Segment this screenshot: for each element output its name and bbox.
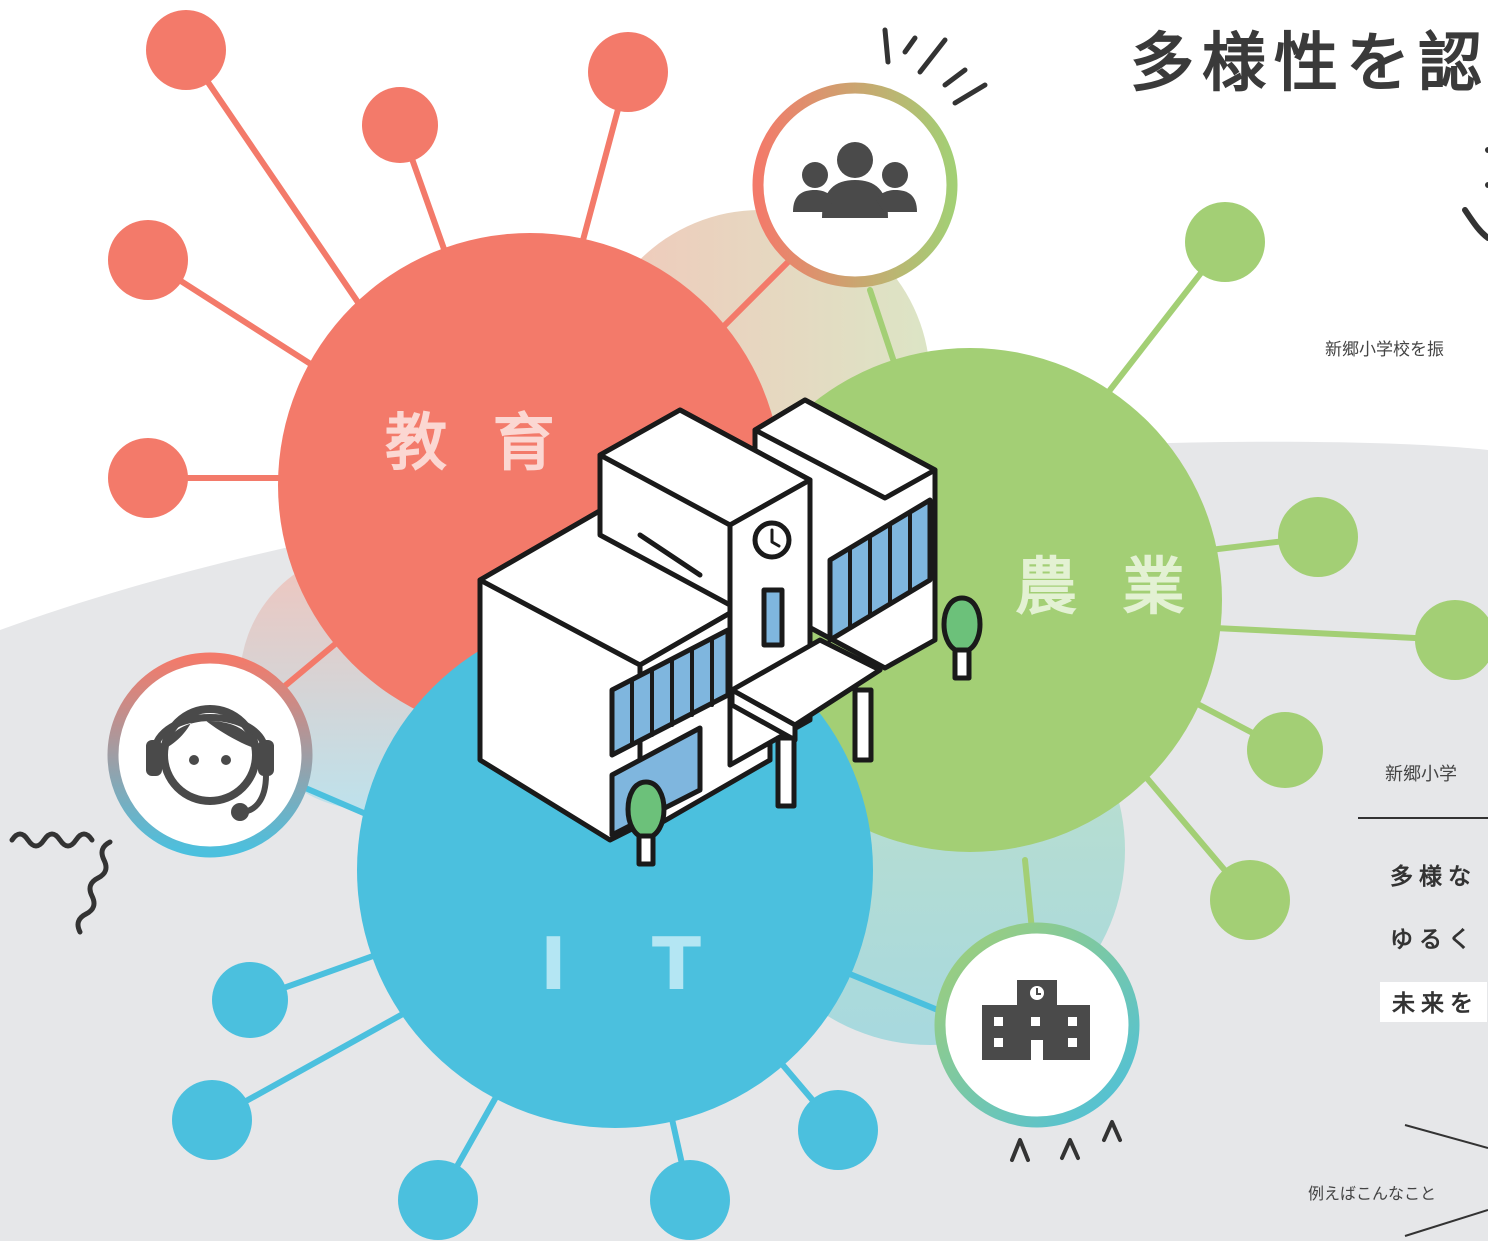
agriculture-node (1210, 860, 1290, 940)
caption-bottom: 例えばこんなこと (1308, 1184, 1437, 1203)
people-group-icon-badge (752, 82, 958, 288)
education-node (588, 32, 668, 112)
it-node (398, 1160, 478, 1240)
agriculture-node (1247, 712, 1323, 788)
page-title: 多様性を認 (1130, 27, 1488, 101)
message-line-1: 多様な (1390, 864, 1477, 890)
divider (1358, 817, 1488, 819)
emphasis-marks (882, 27, 988, 106)
education-node (146, 10, 226, 90)
it-node (172, 1080, 252, 1160)
bottom-lines (1404, 1124, 1488, 1237)
office-building-icon (982, 980, 1090, 1060)
office-building-icon-badge (934, 922, 1140, 1128)
education-node (362, 87, 438, 163)
decorative-curve (1462, 207, 1488, 241)
agriculture-node (1185, 202, 1265, 282)
caption-top: 新郷小学校を振 (1325, 340, 1444, 360)
education-nodes (108, 10, 668, 518)
operator-headset-icon-badge (107, 652, 313, 858)
it-label: I T (540, 922, 731, 1006)
agriculture-node (1278, 497, 1358, 577)
agriculture-node (1415, 600, 1488, 680)
operator-headset-icon (146, 705, 274, 821)
it-nodes (172, 962, 878, 1240)
it-node (798, 1090, 878, 1170)
agriculture-nodes (1185, 202, 1488, 940)
message-line-2: ゆるく (1390, 927, 1477, 953)
education-label: 教 育 (385, 406, 567, 479)
caption-middle: 新郷小学 (1385, 764, 1457, 785)
people-group-icon (793, 142, 917, 218)
agriculture-label: 農 業 (1015, 550, 1197, 623)
it-node (650, 1160, 730, 1240)
motion-marks (1010, 1120, 1122, 1162)
it-node (212, 962, 288, 1038)
school-building-illustration (477, 397, 983, 867)
message-line-3: 未来を (1380, 982, 1487, 1022)
vibration-marks (9, 831, 113, 935)
education-node (108, 438, 188, 518)
education-node (108, 220, 188, 300)
